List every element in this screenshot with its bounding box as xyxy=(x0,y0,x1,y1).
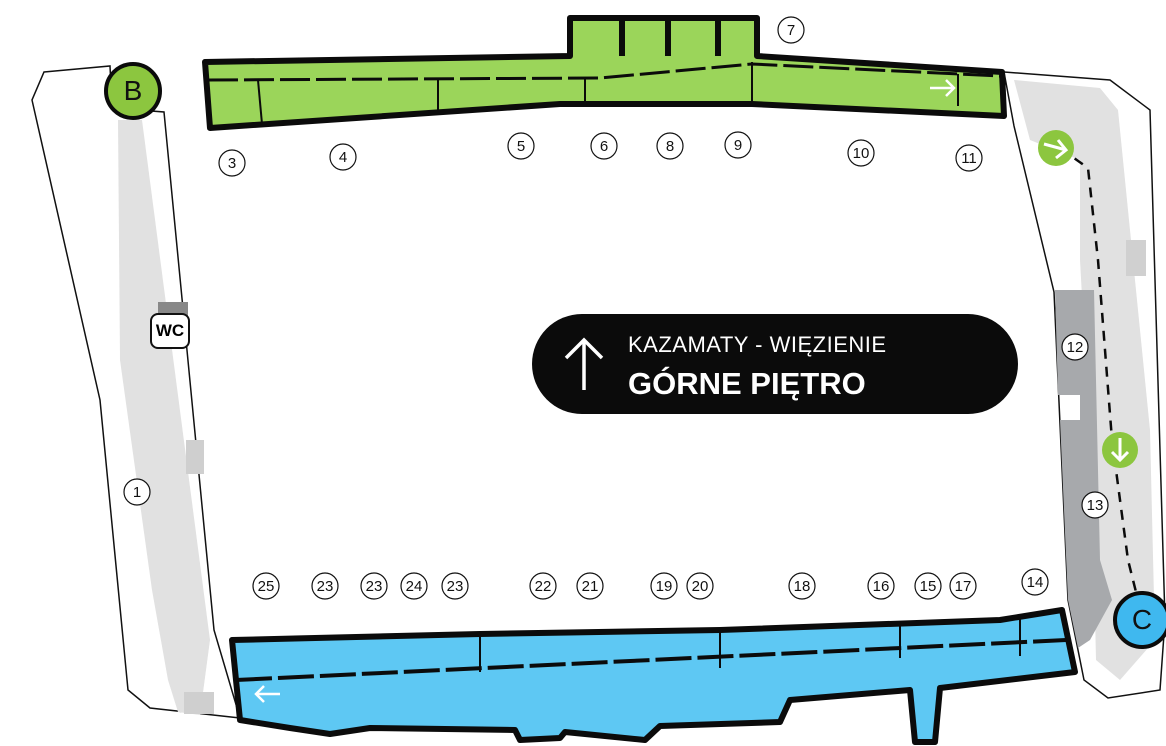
room-number-text: 16 xyxy=(873,578,890,595)
room-number-text: 24 xyxy=(406,578,423,595)
room-number-16: 16 xyxy=(867,572,895,600)
room-number-text: 9 xyxy=(734,137,742,154)
room-number-text: 15 xyxy=(920,578,937,595)
lower-floor-blue xyxy=(229,607,1078,745)
room-number-text: 17 xyxy=(955,578,972,595)
room-number-7: 7 xyxy=(777,16,805,44)
room-number-12: 12 xyxy=(1061,333,1089,361)
room-number-text: 23 xyxy=(447,578,464,595)
room-number-21: 21 xyxy=(576,572,604,600)
room-number-text: 1 xyxy=(133,484,141,501)
room-number-23: 23 xyxy=(441,572,469,600)
direction-arrow-left-icon xyxy=(254,685,280,703)
room-number-13: 13 xyxy=(1081,491,1109,519)
room-number-22: 22 xyxy=(529,572,557,600)
room-number-text: 3 xyxy=(228,155,236,172)
room-number-19: 19 xyxy=(650,572,678,600)
left-walkway-shade xyxy=(118,120,210,715)
gray-rooms-12-13 xyxy=(1055,290,1112,648)
room-number-3: 3 xyxy=(218,149,246,177)
room-number-1: 1 xyxy=(123,478,151,506)
room-number-23: 23 xyxy=(360,572,388,600)
room-number-20: 20 xyxy=(686,572,714,600)
room-number-24: 24 xyxy=(400,572,428,600)
room-number-text: 14 xyxy=(1027,574,1044,591)
entrance-c-label: C xyxy=(1131,604,1153,635)
room-number-15: 15 xyxy=(914,572,942,600)
room-number-11: 11 xyxy=(955,144,983,172)
route-path xyxy=(1059,146,1140,601)
right-walkway-shade xyxy=(1014,80,1155,680)
wc-icon: WC xyxy=(150,313,190,349)
room-number-text: 8 xyxy=(666,138,674,155)
room-number-text: 7 xyxy=(787,22,795,39)
room-number-23: 23 xyxy=(311,572,339,600)
room-number-text: 21 xyxy=(582,578,599,595)
room-number-8: 8 xyxy=(656,132,684,160)
room-number-25: 25 xyxy=(252,572,280,600)
room-number-9: 9 xyxy=(724,131,752,159)
floor-title: GÓRNE PIĘTRO xyxy=(628,366,866,401)
room-number-14: 14 xyxy=(1021,568,1049,596)
room-number-text: 22 xyxy=(535,578,552,595)
room-number-17: 17 xyxy=(949,572,977,600)
room-number-text: 18 xyxy=(794,578,811,595)
floor-subtitle: KAZAMATY - WIĘZIENIE xyxy=(628,332,887,357)
room-number-text: 10 xyxy=(853,145,870,162)
room-number-text: 19 xyxy=(656,578,673,595)
room-number-text: 11 xyxy=(961,150,977,167)
room-number-text: 12 xyxy=(1067,339,1084,356)
room-number-18: 18 xyxy=(788,572,816,600)
room-number-text: 4 xyxy=(339,149,347,166)
room-number-10: 10 xyxy=(847,139,875,167)
room-number-text: 23 xyxy=(366,578,383,595)
room-number-text: 6 xyxy=(600,138,608,155)
room-number-text: 20 xyxy=(692,578,709,595)
room-number-6: 6 xyxy=(590,132,618,160)
direction-arrow-right-icon xyxy=(930,79,956,97)
upper-floor-green xyxy=(202,15,1007,131)
room-number-text: 23 xyxy=(317,578,334,595)
room-number-text: 5 xyxy=(517,138,525,155)
entrance-b-label: B xyxy=(123,75,143,106)
room-number-4: 4 xyxy=(329,143,357,171)
floor-title-badge: KAZAMATY - WIĘZIENIE GÓRNE PIĘTRO xyxy=(532,314,1018,414)
room-number-text: 25 xyxy=(258,578,275,595)
arrow-up-icon xyxy=(564,337,604,390)
room-number-text: 13 xyxy=(1087,497,1104,514)
room-number-5: 5 xyxy=(507,132,535,160)
